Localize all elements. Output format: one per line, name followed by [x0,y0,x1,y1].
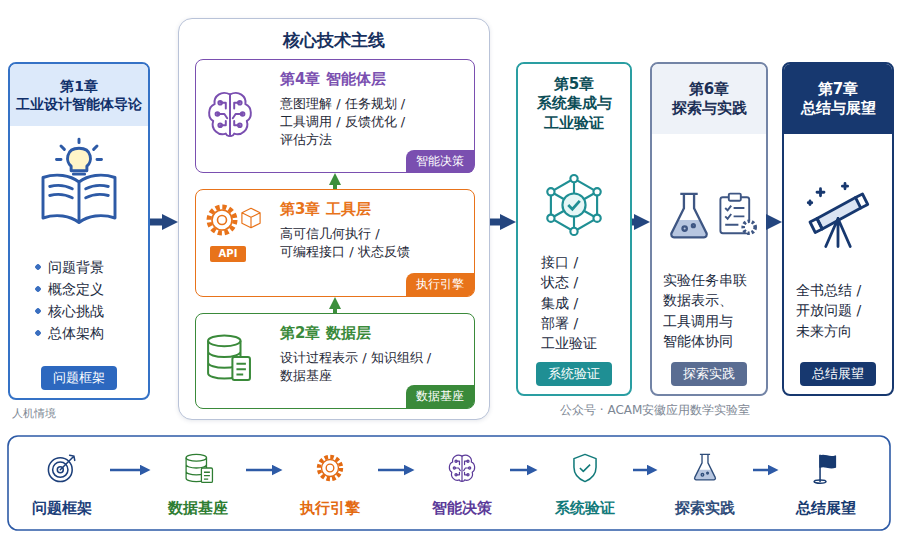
chapter-title: 第1章 工业设计智能体导论 [10,64,148,126]
section-tag: 探索实践 [671,362,747,386]
chapter-box: 第1章 工业设计智能体导论问题背景概念定义核心挑战总体架构问题框架 [8,62,150,400]
item-label: 总结展望 [796,499,856,526]
chapter-body: 实验任务串联 数据表示、 工具调用与 智能体协同 [663,270,755,351]
bullet-item: 问题背景 [34,256,104,278]
section-tag: 执行引擎 [406,273,474,296]
flow-arrow [753,469,773,472]
layer-title: 第3章 工具层 [196,190,474,219]
layer-title: 第2章 数据层 [196,314,474,343]
watermark: 公众号 · ACAM安徽应用数学实验室 [560,402,750,419]
flask-icon [695,454,716,480]
chapter-title: 第7章 总结与展望 [784,64,892,134]
core-panel: 核心技术主线第4章 智能体层意图理解 / 任务规划 / 工具调用 / 反馈优化 … [178,18,490,420]
item-label: 智能决策 [432,499,492,526]
target-icon [48,455,74,481]
flow-arrow [333,179,337,189]
book-icon [43,139,115,222]
item-label: 数据基座 [168,499,228,526]
gear-icon [319,457,341,479]
network-icon [547,175,600,235]
section-tag: 总结展望 [800,362,876,386]
telescope-icon [808,184,868,247]
chapter-title: 第5章 系统集成与工业验证 [518,64,630,144]
database-icon [208,335,250,380]
item-label: 执行引擎 [300,499,360,526]
section-tag: 系统验证 [536,362,612,386]
bullet-item: 概念定义 [34,278,104,300]
chapter-body: 接口 / 状态 / 集成 / 部署 / 工业验证 [541,252,607,353]
bullet-item: 总体架构 [34,322,104,344]
flow-arrow [632,219,642,226]
gear-icon [209,207,235,233]
bullet-item: 核心挑战 [34,300,104,322]
layer-body: 意图理解 / 任务规划 / 工具调用 / 反馈优化 / 评估方法 [196,89,436,150]
section-tag: 智能决策 [406,150,474,173]
shield-icon [574,454,596,481]
summary-bar [8,436,890,530]
flow-arrow [110,469,145,472]
layer-body: 设计过程表示 / 知识组织 / 数据基座 [196,343,436,385]
api-tag: API [210,246,246,262]
cube-icon [242,208,260,228]
watermark: 人机情境 [12,406,56,421]
database-icon [186,454,212,482]
item-label: 系统验证 [555,499,615,526]
flow-arrow [768,219,774,226]
layer-title: 第4章 智能体层 [196,60,474,89]
item-label: 问题框架 [32,499,92,526]
flow-arrow [510,469,532,472]
flow-arrow [333,303,337,313]
chapter-body: 全书总结 / 开放问题 / 未来方向 [796,280,880,341]
section-tag: 问题框架 [41,366,117,390]
brain-icon [449,455,474,481]
flow-arrow [633,469,652,472]
flask-icon [671,194,707,238]
layer-box: 第3章 工具层高可信几何执行 / 可编程接口 / 状态反馈执行引擎 [195,189,475,297]
flow-arrow [246,469,277,472]
flow-arrow [150,219,170,226]
brain-icon [209,93,251,136]
chapter-title: 第6章 探索与实践 [652,64,766,134]
layer-box: 第4章 智能体层意图理解 / 任务规划 / 工具调用 / 反馈优化 / 评估方法… [195,59,475,173]
layer-box: 第2章 数据层设计过程表示 / 知识组织 / 数据基座数据基座 [195,313,475,409]
item-label: 探索实践 [675,499,735,526]
clipboard-icon [720,194,755,234]
flag-icon [814,455,835,483]
flow-arrow [378,469,409,472]
panel-title: 核心技术主线 [179,19,489,52]
section-tag: 数据基座 [406,385,474,408]
flow-arrow [490,219,508,226]
